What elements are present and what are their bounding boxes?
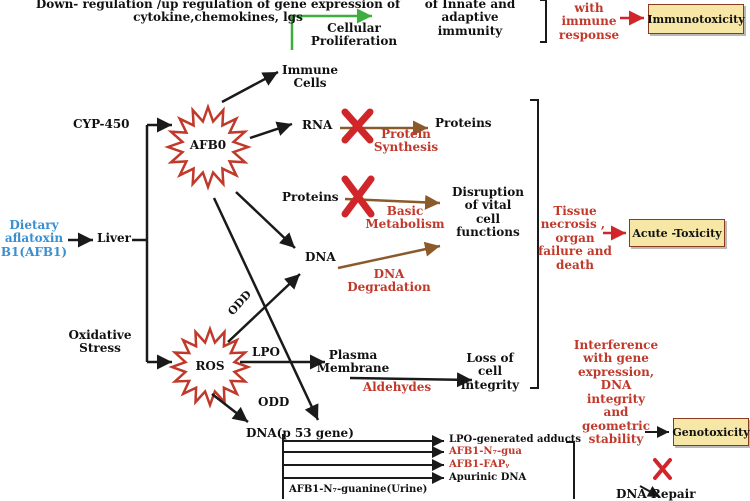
arrow-ros-dna-p53 xyxy=(211,393,249,423)
arrow-ros-dna-odd xyxy=(227,273,301,343)
dna-p53-label: DNA(p 53 gene) xyxy=(246,426,354,440)
ros-star xyxy=(168,325,252,409)
dna-repair-label: DNA Repair xyxy=(616,487,696,501)
immunotoxicity-box: Immunotoxicity xyxy=(647,4,745,34)
tissue-necrosis-label: Tissue necrosis , organ failure and deat… xyxy=(538,204,612,272)
block-cross-protein-synthesis xyxy=(341,108,374,144)
afb0-label: AFB0 xyxy=(189,138,227,152)
dna-degradation-label: DNA Degradation xyxy=(347,267,431,295)
odd-label-2: ODD xyxy=(258,395,290,409)
liver-label: Liver xyxy=(97,231,131,245)
rna-label: RNA xyxy=(302,118,333,132)
genotoxicity-box: Genotoxicity xyxy=(672,418,750,446)
protein-synthesis-label: Protein Synthesis xyxy=(373,127,439,155)
adduct-urine-label: AFB1-N₇-guanine(Urine) xyxy=(289,484,428,495)
bracket-middle xyxy=(530,99,539,389)
arrow-plasma-loss xyxy=(349,372,473,388)
adduct-apurinic-label: Apurinic DNA xyxy=(449,472,527,483)
afb0-star xyxy=(164,103,252,191)
arrow-green-proliferation xyxy=(290,8,372,50)
dietary-aflatoxin-label: Dietary aflatoxin B1(AFB1) xyxy=(0,218,68,259)
ros-label: ROS xyxy=(195,359,225,373)
cyp450-label: CYP-450 xyxy=(73,117,130,131)
proteins-out-label: Proteins xyxy=(435,116,492,130)
arrow-afb0-dna xyxy=(235,191,296,249)
acute-toxicity-box: Acute -Toxicity xyxy=(629,219,725,247)
arrow-afb0-immune-cells xyxy=(221,70,279,104)
adduct-lpo-label: LPO-generated adducts xyxy=(449,434,582,445)
arrow-afb0-rna xyxy=(249,121,293,140)
adduct-fapy-label: AFB1-FAPᵧ xyxy=(449,459,510,470)
regulation-text: Down- regulation /up regulation of gene … xyxy=(35,0,401,25)
lpo-label: LPO xyxy=(252,345,280,359)
plasma-membrane-label: Plasma Membrane xyxy=(316,348,390,376)
arrow-afb0-dna-p53 xyxy=(212,197,320,421)
basic-metabolism-label: Basic Metabolism xyxy=(365,204,445,232)
bracket-adducts xyxy=(566,441,575,499)
aldehydes-label: Aldehydes xyxy=(362,380,432,394)
oxidative-stress-label: Oxidative Stress xyxy=(68,328,132,356)
cellular-proliferation-text: Cellular Proliferation xyxy=(310,21,398,49)
arrow-dna-repair xyxy=(639,485,661,498)
innate-immunity-text: of Innate and adaptive immunity xyxy=(424,0,516,38)
interference-label: Interference with gene expression, DNA i… xyxy=(573,338,659,447)
block-cross-dna-repair xyxy=(653,458,672,480)
bracket-top xyxy=(540,0,547,43)
proteins-in-label: Proteins xyxy=(282,190,339,204)
disruption-label: Disruption of vital cell functions xyxy=(452,185,524,240)
immune-cells-label: Immune Cells xyxy=(281,63,339,91)
immune-response-text: with immune response xyxy=(558,1,620,42)
arrow-dna-disruption xyxy=(337,241,441,270)
loss-integrity-label: Loss of cell integrity xyxy=(460,351,520,392)
block-cross-basic-metabolism xyxy=(341,175,375,218)
dna-label: DNA xyxy=(305,250,336,264)
adduct-gua-label: AFB1-N₇-gua xyxy=(449,446,522,457)
